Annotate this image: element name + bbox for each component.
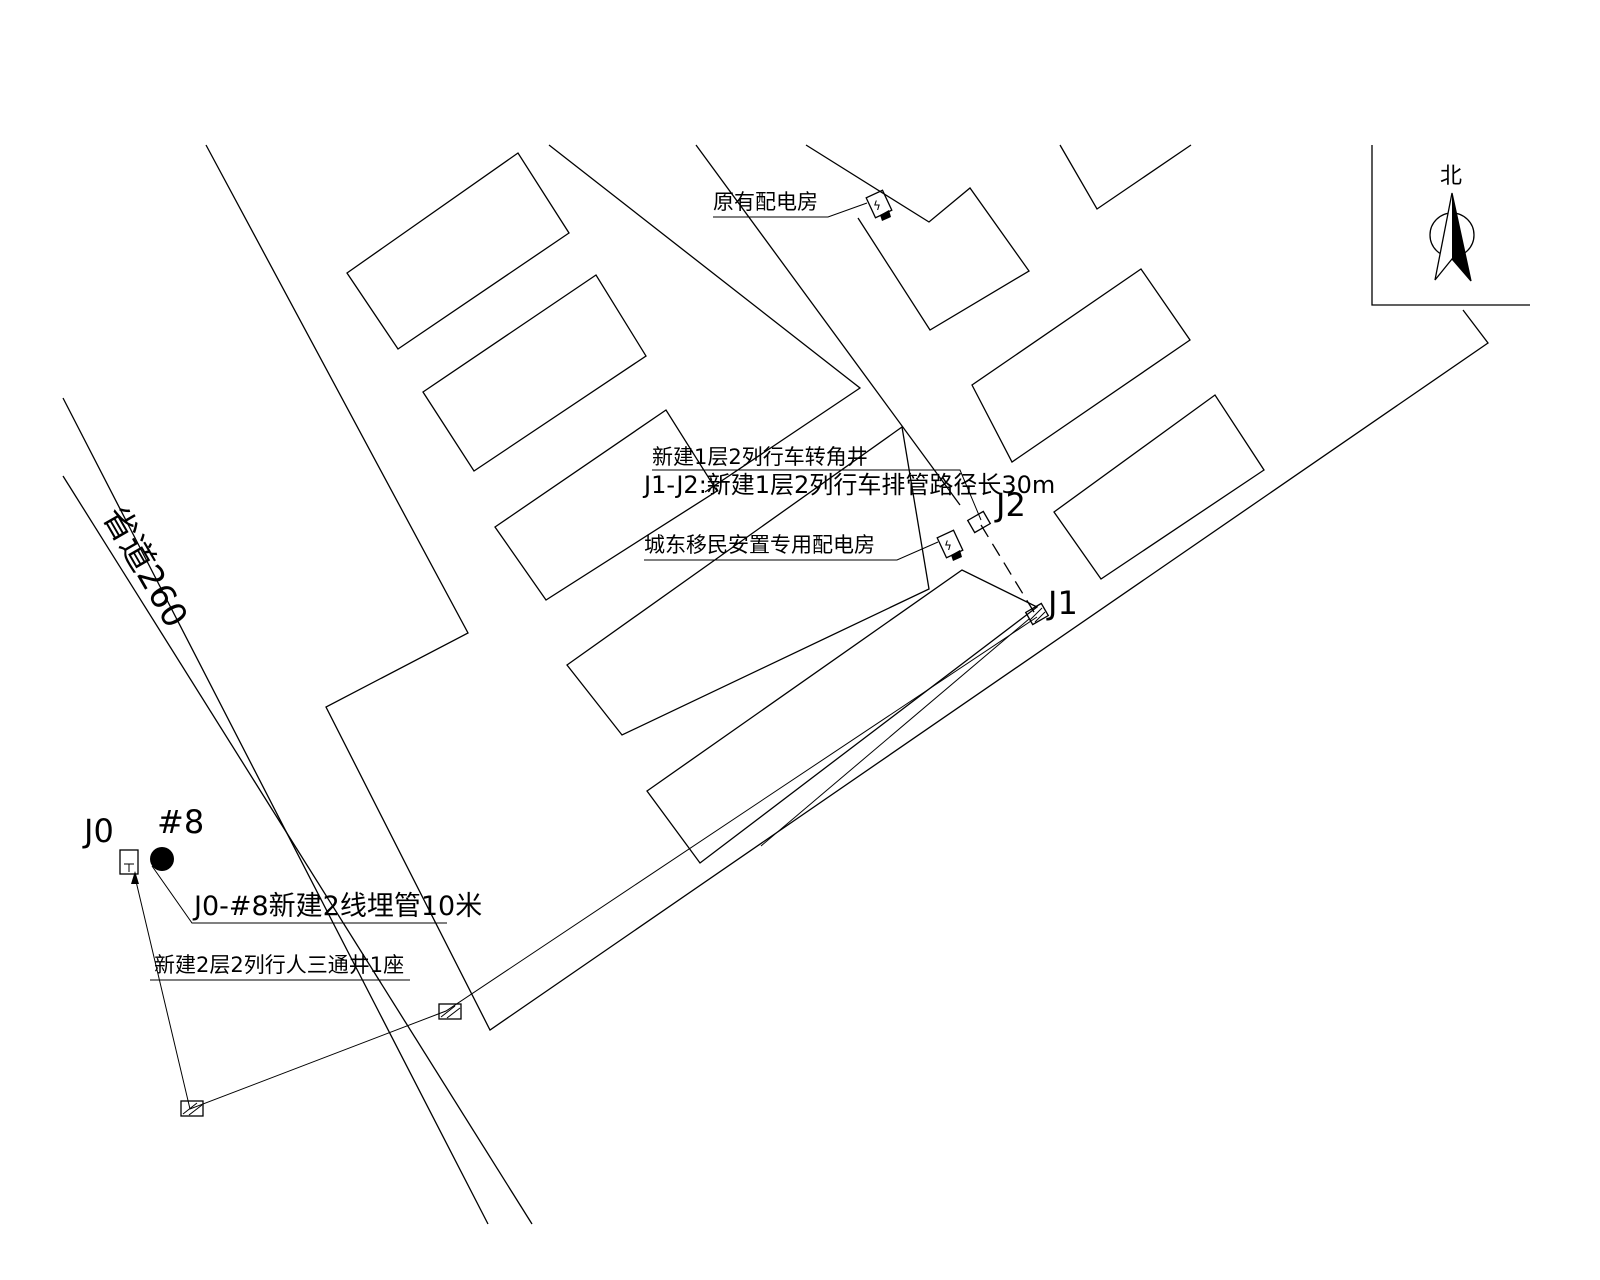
label-corner-well: 新建1层2列行车转角井	[652, 445, 868, 469]
well-hatch	[182, 1102, 198, 1115]
road-edge-outer	[62, 397, 489, 1225]
label-j1-j2-pipe: J1-J2:新建1层2列行车排管路径长30m	[642, 471, 1055, 499]
site-boundary	[205, 144, 1489, 1031]
leader-corner-well	[652, 469, 982, 521]
inner-street-2	[695, 144, 961, 506]
leader-resettlement-substation	[644, 541, 939, 561]
route-arrowhead-icon	[131, 871, 139, 884]
existing-substation: ϟ 原有配电房	[713, 189, 893, 221]
well-icon	[438, 1003, 462, 1020]
inner-street-1	[548, 144, 862, 493]
building	[1053, 394, 1265, 580]
node-j2: J2 新建1层2列行车转角井 J1-J2:新建1层2列行车排管路径长30m	[642, 445, 1055, 534]
resettlement-substation: ϟ 城东移民安置专用配电房	[644, 529, 964, 561]
north-frame	[1371, 145, 1530, 306]
building	[346, 152, 570, 350]
well-hatch	[446, 1007, 461, 1019]
j0-label: J0	[82, 812, 114, 850]
well-icon	[180, 1100, 204, 1117]
building	[646, 569, 1039, 864]
label-j0-pipe: J0-#8新建2线埋管10米	[192, 891, 482, 922]
building	[971, 268, 1191, 463]
buildings	[346, 152, 1265, 864]
j1-label: J1	[1046, 584, 1078, 622]
north-arrow-fill-icon	[1452, 193, 1471, 281]
well-hatch	[440, 1005, 456, 1018]
building	[494, 409, 718, 601]
route-line-a	[134, 616, 1038, 1110]
node-j1: J1	[1024, 584, 1078, 626]
pole-8-icon	[150, 847, 174, 871]
road-label: 省道260	[94, 500, 195, 635]
inner-block-north	[805, 144, 1030, 331]
label-resettlement-substation: 城东移民安置专用配电房	[644, 533, 875, 557]
label-existing-substation: 原有配电房	[713, 190, 818, 214]
j1-hatch	[1029, 607, 1043, 621]
j2-well-icon	[966, 510, 992, 534]
substation-fill-icon	[951, 550, 962, 561]
north-label: 北	[1440, 164, 1462, 189]
substation-fill-icon	[880, 210, 891, 221]
j1-well-icon	[1024, 602, 1050, 626]
j1-j2-pipe-dashed	[980, 524, 1038, 618]
road-edge-inner	[62, 475, 533, 1225]
tee-wells	[180, 1003, 462, 1117]
leader-j0-pipe	[151, 865, 447, 924]
leader-existing-substation	[713, 202, 868, 218]
route-line-b	[760, 618, 1030, 847]
substation-bolt-icon: ϟ	[873, 199, 881, 213]
north-arrow: 北	[1371, 145, 1530, 306]
pole-8-label: #8	[157, 803, 204, 841]
building	[422, 274, 647, 472]
road: 省道260	[62, 397, 533, 1225]
j0-well-icon	[119, 849, 139, 875]
j1-hatch	[1034, 611, 1046, 623]
well-hatch	[188, 1104, 203, 1116]
substation-bolt-icon: ϟ	[944, 539, 952, 553]
label-tee-well: 新建2层2列行人三通井1座	[154, 953, 404, 977]
site-outline	[205, 144, 1489, 1031]
node-j0: J0 #8 J0-#8新建2线埋管10米 新建2层2列行人三通井1座	[82, 803, 482, 981]
building	[566, 425, 930, 736]
inner-street-ne	[1059, 144, 1192, 210]
j2-label: J2	[994, 486, 1026, 524]
cable-routes	[131, 524, 1038, 1110]
